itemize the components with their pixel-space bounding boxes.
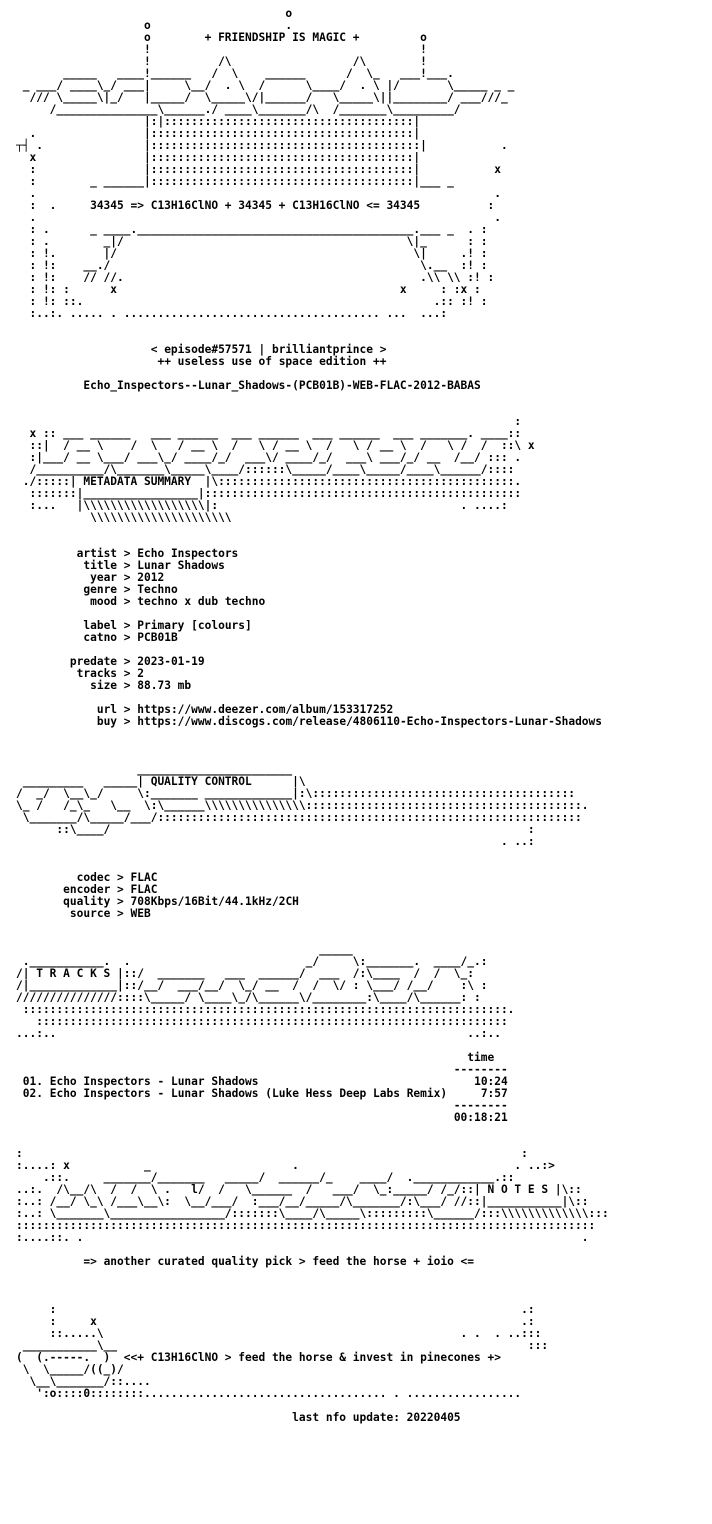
field-key: year: [90, 571, 118, 584]
track-number: 02.: [22, 1087, 43, 1100]
field-value: 708Kbps/16Bit/44.1kHz/2CH: [130, 895, 299, 908]
notes-banner: : : :....: x _ . . ..:> .::. _______/___…: [16, 1147, 609, 1244]
track-total: -------- 00:18:21: [453, 1099, 508, 1124]
field-key: source: [69, 907, 111, 920]
tracks-banner: _____ .___________. . _/ \:_______. ____…: [16, 943, 515, 1040]
footer-art: : .: : x .: ::.....\: [16, 1303, 549, 1400]
edition-line: ++ useless use of space edition ++: [157, 355, 387, 368]
field-value: https://www.deezer.com/album/153317252: [137, 703, 394, 716]
field-key: catno: [83, 631, 118, 644]
field-row: encoder > FLAC: [63, 883, 158, 896]
field-key: quality: [63, 895, 111, 908]
field-value: Primary [colours]: [137, 619, 252, 632]
field-value: PCB01B: [137, 631, 178, 644]
field-row: label > Primary [colours]: [83, 619, 252, 632]
update-line: last nfo update: 20220405: [292, 1411, 461, 1424]
field-key: encoder: [63, 883, 111, 896]
episode-line: < episode#57571 | brilliantprince >: [150, 343, 387, 356]
field-value: Techno: [137, 583, 178, 596]
metadata-banner: : x :: ___ ______ ___ ______ ___ ______ …: [22, 415, 535, 524]
header-art: o o . o + FRIENDSHIP IS MAGIC + o: [16, 7, 515, 320]
field-row: tracks > 2: [76, 667, 145, 680]
field-row: buy > https://www.discogs.com/release/48…: [96, 715, 603, 728]
field-key: artist: [76, 547, 118, 560]
field-key: predate: [69, 655, 118, 668]
field-value: FLAC: [130, 871, 158, 884]
field-row: url > https://www.deezer.com/album/15331…: [96, 703, 394, 716]
field-row: codec > FLAC: [76, 871, 158, 884]
field-value: techno x dub techno: [137, 595, 266, 608]
field-row: genre > Techno: [83, 583, 178, 596]
field-key: buy: [96, 715, 118, 728]
field-value: Echo Inspectors: [137, 547, 239, 560]
field-key: label: [83, 619, 118, 632]
field-row: predate > 2023-01-19: [69, 655, 205, 668]
field-row: catno > PCB01B: [83, 631, 178, 644]
field-key: tracks: [76, 667, 118, 680]
field-value: WEB: [130, 907, 151, 920]
field-value: 2023-01-19: [137, 655, 205, 668]
field-value: 88.73 mb: [137, 679, 192, 692]
field-key: genre: [83, 583, 118, 596]
field-key: mood: [90, 595, 118, 608]
track-title: Echo Inspectors - Lunar Shadows (Luke He…: [49, 1087, 448, 1100]
track-time-header: time --------: [453, 1051, 508, 1076]
track-time: 7:57: [480, 1087, 508, 1100]
notes-line: => another curated quality pick > feed t…: [83, 1255, 475, 1268]
field-row: title > Lunar Shadows: [83, 559, 225, 572]
track-number: 01.: [22, 1075, 43, 1088]
field-row: mood > techno x dub techno: [90, 595, 266, 608]
field-row: year > 2012: [90, 571, 165, 584]
track-row: 02. Echo Inspectors - Lunar Shadows (Luk…: [16, 1087, 508, 1100]
field-value: Lunar Shadows: [137, 559, 225, 572]
field-key: url: [96, 703, 118, 716]
track-time: 10:24: [474, 1075, 508, 1088]
field-row: source > WEB: [69, 907, 151, 920]
track-list: 01. Echo Inspectors - Lunar Shadows 10:2…: [16, 1076, 609, 1100]
total-time: 00:18:21: [453, 1111, 508, 1124]
nfo-document: o o . o + FRIENDSHIP IS MAGIC + o: [16, 8, 609, 1424]
field-key: title: [83, 559, 118, 572]
release-name: Echo_Inspectors--Lunar_Shadows-(PCB01B)-…: [83, 379, 481, 392]
quality-fields: codec > FLAC encoder > FLAC quality > 70…: [16, 872, 609, 920]
field-row: quality > 708Kbps/16Bit/44.1kHz/2CH: [63, 895, 299, 908]
field-value: FLAC: [130, 883, 158, 896]
quality-banner: _______________________ _________ _____|…: [16, 763, 589, 848]
field-value: https://www.discogs.com/release/4806110-…: [137, 715, 603, 728]
field-key: codec: [76, 871, 111, 884]
field-value: 2: [137, 667, 145, 680]
track-row: 01. Echo Inspectors - Lunar Shadows 10:2…: [16, 1075, 508, 1088]
metadata-fields: artist > Echo Inspectors title > Lunar S…: [16, 548, 609, 728]
field-key: size: [90, 679, 118, 692]
track-title: Echo Inspectors - Lunar Shadows: [49, 1075, 259, 1088]
field-row: artist > Echo Inspectors: [76, 547, 239, 560]
field-row: size > 88.73 mb: [90, 679, 192, 692]
field-value: 2012: [137, 571, 165, 584]
